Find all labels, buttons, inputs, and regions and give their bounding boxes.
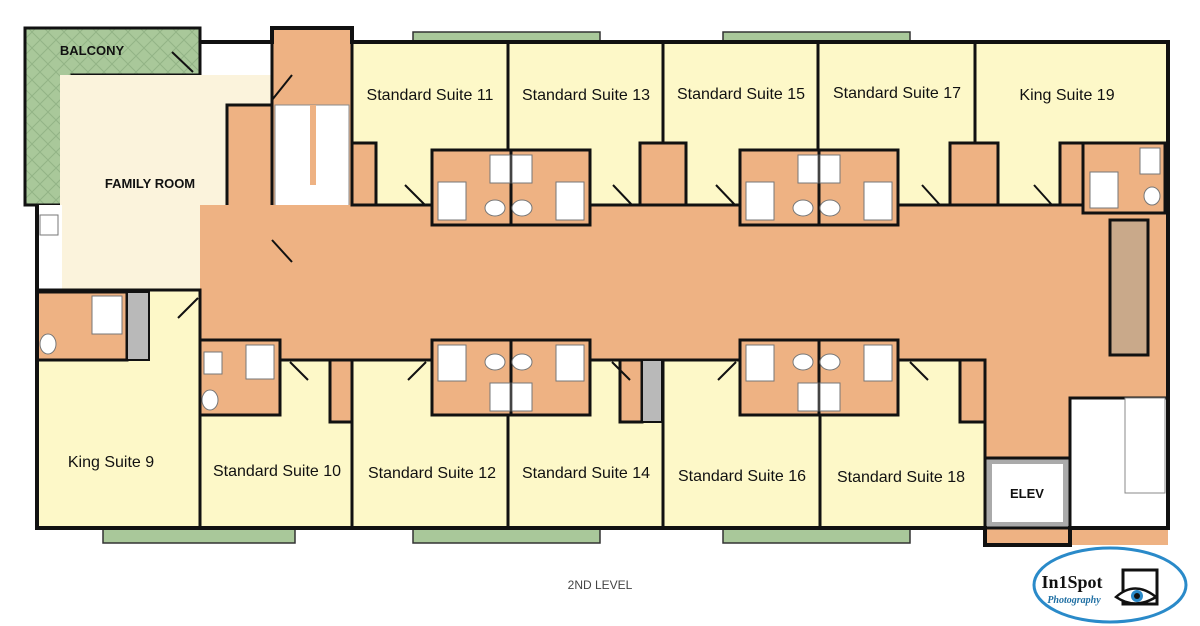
tan-strip [1108,218,1150,357]
family-room-label: FAMILY ROOM [105,176,195,191]
suite-11-label: Standard Suite 11 [367,87,494,104]
suite-18-label: Standard Suite 18 [837,469,965,486]
suite-14-label: Standard Suite 14 [522,465,650,482]
logo-subtitle: Photography [1047,595,1101,606]
bath-fixtures [39,147,1161,412]
doors [171,51,1053,381]
logo-brand: In1Spot [1041,572,1102,592]
suite-16-label: Standard Suite 16 [678,468,806,485]
suite-17-label: Standard Suite 17 [833,85,961,102]
suite-15-label: Standard Suite 15 [677,86,805,103]
windows [102,31,911,544]
suite-10-label: Standard Suite 10 [213,463,341,480]
suite-13-label: Standard Suite 13 [522,87,650,104]
balcony-label: BALCONY [60,43,125,58]
suite-12-label: Standard Suite 12 [368,465,496,482]
corridor [200,205,1168,545]
in1spot-logo: In1Spot Photography [1032,546,1188,624]
elevator-label: ELEV [1010,486,1044,501]
closet [126,291,150,361]
suite-9-label: King Suite 9 [68,454,154,471]
closet [641,359,663,423]
exterior-wall [35,26,1170,547]
level-label: 2ND LEVEL [568,578,633,592]
stairs-bottom [1068,396,1170,530]
suite-19-label: King Suite 19 [1019,87,1114,104]
